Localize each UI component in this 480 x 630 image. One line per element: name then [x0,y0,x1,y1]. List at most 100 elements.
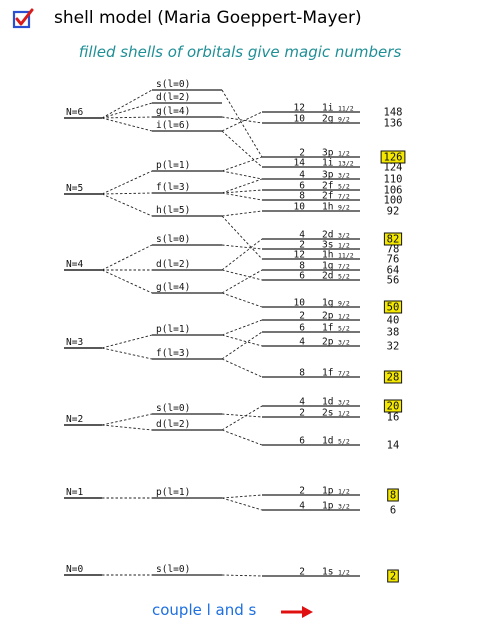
orbital-name: 3p [322,170,334,181]
orbital-j: 3/2 [338,503,350,511]
splitting-dash-line [221,89,263,158]
orbital-name: 2f [322,181,333,192]
orbital-j: 1/2 [338,242,350,250]
magic-number: 82 [387,234,400,246]
orbital-j: 5/2 [338,438,350,446]
sublevel-label: s(l=0) [156,234,190,245]
splitting-dash-line [221,497,263,511]
splitting-dash-line [221,574,263,577]
cumulative-total: 78 [387,244,400,256]
orbital-occupancy: 2 [299,240,305,251]
splitting-dash-line [221,189,263,194]
cumulative-total: 32 [387,341,400,353]
fanout-dash-line [101,413,153,426]
shell-label: N=0 [66,564,83,575]
orbital-j: 1/2 [338,488,350,496]
orbital-j: 5/2 [338,183,350,191]
orbital-occupancy: 2 [299,486,305,497]
fanout-dash-line [101,116,153,119]
splitting-dash-line [221,210,263,217]
orbital-j: 3/2 [338,232,350,240]
orbital-occupancy: 2 [299,148,305,159]
orbital-j: 3/2 [338,399,350,407]
orbital-occupancy: 4 [299,230,305,241]
fanout-dash-line [101,89,153,119]
fanout-dash-line [101,170,153,195]
magic-number: 28 [387,372,400,384]
orbital-occupancy: 10 [294,298,306,309]
cumulative-total: 92 [387,206,400,218]
orbital-occupancy: 12 [294,250,305,261]
orbital-occupancy: 10 [294,202,306,213]
splitting-dash-line [221,494,263,499]
orbital-occupancy: 4 [299,397,305,408]
orbital-j: 7/2 [338,263,350,271]
orbital-j: 1/2 [338,569,350,577]
orbital-occupancy: 2 [299,311,305,322]
magic-number: 50 [387,302,400,314]
cumulative-total: 16 [387,412,400,424]
cumulative-total: 110 [384,174,403,186]
cumulative-total: 76 [387,254,400,266]
orbital-j: 1/2 [338,313,350,321]
orbital-j: 7/2 [338,193,350,201]
cumulative-total: 136 [384,118,403,130]
magic-number: 2 [390,571,396,583]
shell-label: N=1 [66,487,83,498]
sublevel-label: g(l=4) [156,282,190,293]
splitting-dash-line [221,156,263,172]
fanout-dash-line [101,193,153,217]
shell-label: N=5 [66,183,83,194]
page-title: shell model (Maria Goeppert-Mayer) [54,8,362,28]
cumulative-total: 106 [384,185,403,197]
orbital-j: 3/2 [338,339,350,347]
shell-label: N=4 [66,259,83,270]
orbital-j: 11/2 [338,252,354,260]
orbital-occupancy: 10 [294,114,306,125]
splitting-dash-line [221,413,263,418]
sublevel-label: i(l=6) [156,120,190,131]
orbital-name: 2d [322,230,333,241]
orbital-name: 1d [322,397,333,408]
cumulative-total: 100 [384,195,403,207]
sublevel-label: d(l=2) [156,419,190,430]
orbital-name: 2d [322,271,333,282]
orbital-occupancy: 6 [299,181,305,192]
splitting-dash-line [221,292,263,308]
splitting-dash-line [221,116,263,124]
orbital-occupancy: 12 [294,103,305,114]
footer-caption: couple l and s [152,601,257,619]
splitting-dash-line [221,130,263,168]
orbital-name: 2p [322,311,334,322]
orbital-name: 1f [322,368,333,379]
checkbox-checked-icon [12,8,34,29]
orbital-occupancy: 6 [299,271,305,282]
magic-number-highlight [380,150,406,164]
cumulative-total: 64 [387,265,400,277]
orbital-j: 3/2 [338,172,350,180]
splitting-dash-line [221,429,263,446]
cumulative-total: 56 [387,275,400,287]
cumulative-total: 40 [387,315,400,327]
orbital-name: 1p [322,501,334,512]
splitting-dash-line [221,405,263,431]
splitting-dash-line [221,334,263,347]
orbital-name: 3p [322,148,334,159]
sublevel-label: p(l=1) [156,487,190,498]
fanout-dash-line [101,244,153,271]
orbital-j: 7/2 [338,370,350,378]
orbital-name: 3s [322,240,333,251]
shell-model-diagram: N=6s(l=0)d(l=2)g(l=4)i(l=6)N=5p(l=1)f(l=… [64,79,406,583]
fanout-dash-line [101,334,153,349]
orbital-occupancy: 6 [299,323,305,334]
orbital-occupancy: 6 [299,436,305,447]
orbital-j: 9/2 [338,204,350,212]
orbital-j: 5/2 [338,273,350,281]
orbital-occupancy: 8 [299,368,305,379]
sublevel-label: s(l=0) [156,403,190,414]
fanout-dash-line [101,192,153,195]
magic-number-highlight [383,232,403,246]
sublevel-label: s(l=0) [156,564,190,575]
orbital-occupancy: 2 [299,567,305,578]
shell-label: N=3 [66,337,83,348]
